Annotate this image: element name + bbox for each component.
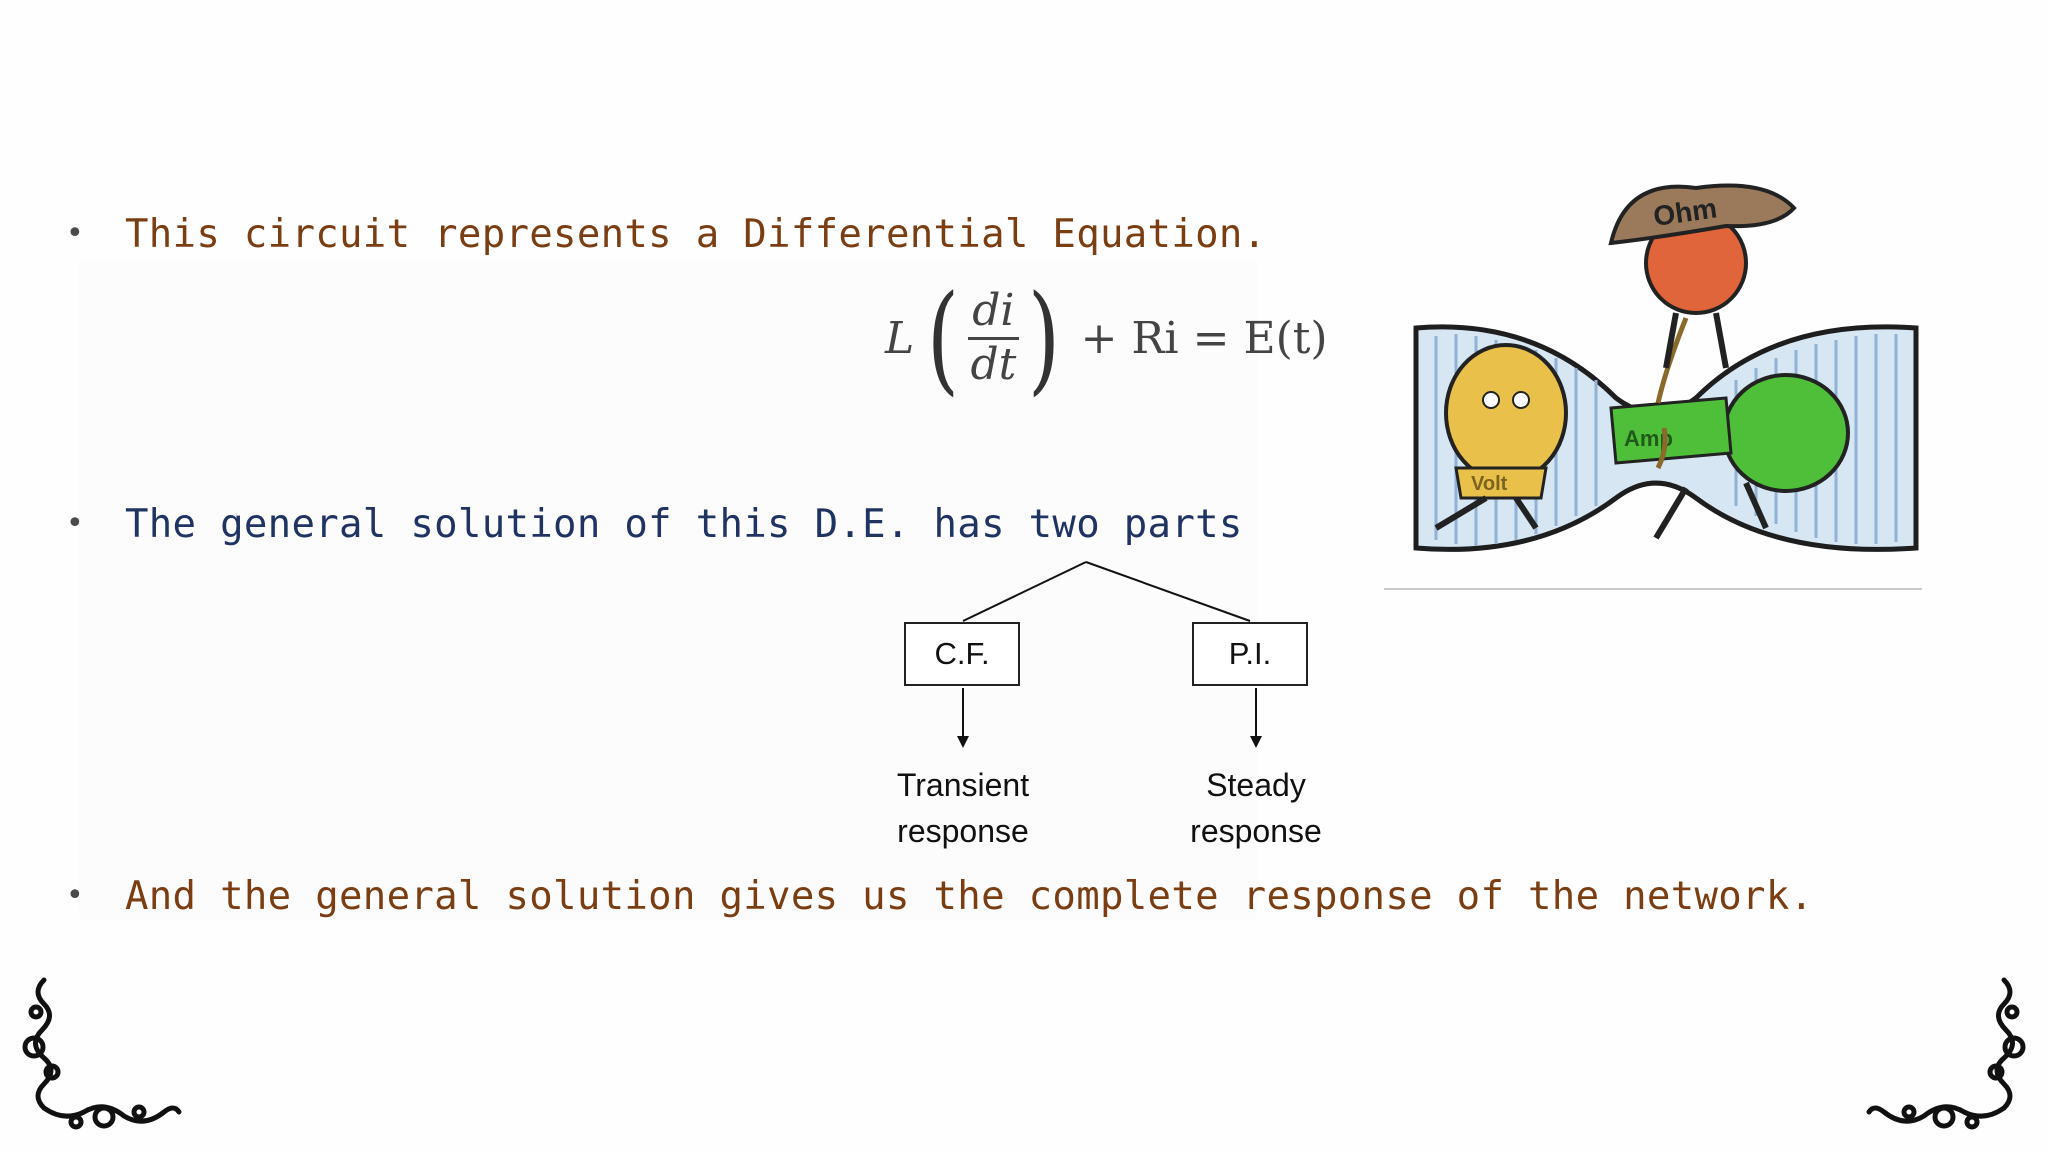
steady-response-line-1: Steady — [1206, 767, 1306, 803]
transient-response-label: Transient response — [863, 762, 1063, 854]
amp-character — [1722, 373, 1850, 493]
bullet-dot-2: • — [66, 506, 84, 541]
transient-response-line-2: response — [897, 813, 1029, 849]
equation-fraction: di dt — [968, 288, 1019, 390]
corner-ornament-right — [1866, 977, 2026, 1130]
steady-response-label: Steady response — [1156, 762, 1356, 854]
volt-label: Volt — [1471, 473, 1508, 495]
equation-denominator: dt — [970, 338, 1017, 390]
bullet-text-1: This circuit represents a Differential E… — [125, 212, 1267, 257]
steady-response-line-2: response — [1190, 813, 1322, 849]
corner-ornament-left — [22, 977, 182, 1130]
equation-numerator: di — [968, 288, 1019, 340]
image-caption-divider — [1384, 588, 1922, 590]
bullet-text-3: And the general solution gives us the co… — [125, 874, 1814, 919]
equation-rhs: + Ri = E(t) — [1080, 312, 1328, 364]
equation-inductance-symbol: L — [885, 312, 915, 364]
equation-right-paren: ) — [1027, 269, 1060, 407]
ohm-amp-volt-cartoon-image: Volt Amp Ohm — [1413, 183, 1919, 552]
bullet-text-2: The general solution of this D.E. has tw… — [125, 502, 1243, 547]
volt-character — [1444, 343, 1568, 483]
transient-response-line-1: Transient — [896, 767, 1030, 803]
equation-left-paren: ( — [927, 269, 960, 407]
pi-box: P.I. — [1192, 622, 1308, 686]
cf-box: C.F. — [904, 622, 1020, 686]
ohm-hat — [1608, 183, 1797, 246]
differential-equation: L ( di dt ) + Ri = E(t) — [885, 278, 1328, 398]
bullet-dot-1: • — [66, 216, 84, 251]
bullet-dot-3: • — [66, 878, 84, 913]
